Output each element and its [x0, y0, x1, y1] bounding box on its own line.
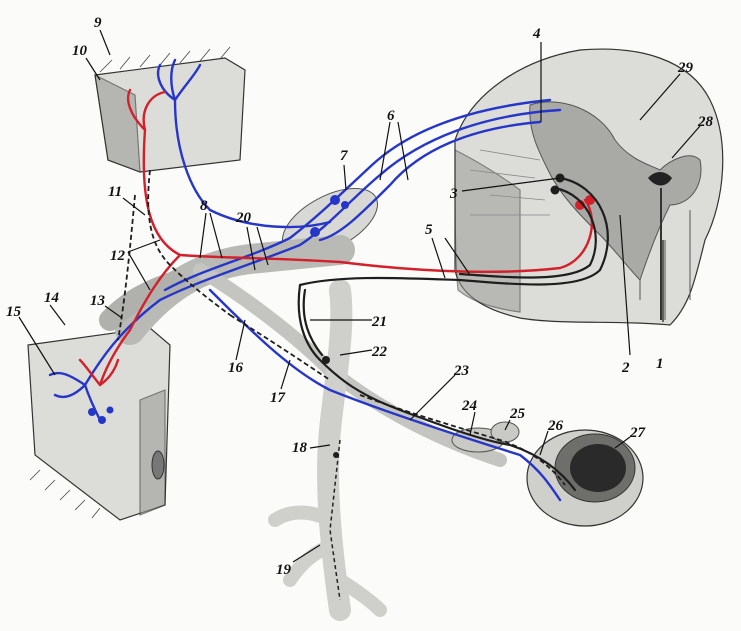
- label-9: 9: [94, 15, 102, 31]
- label-11: 11: [108, 184, 122, 200]
- label-8: 8: [200, 198, 208, 214]
- ganglion-25: [490, 421, 520, 443]
- label-20: 20: [235, 210, 252, 226]
- label-16: 16: [228, 360, 244, 376]
- label-13: 13: [90, 293, 106, 309]
- label-24: 24: [461, 398, 478, 414]
- motor-fibers: [48, 58, 562, 502]
- label-12: 12: [110, 248, 126, 264]
- label-29: 29: [677, 60, 694, 76]
- label-21: 21: [371, 314, 387, 330]
- label-25: 25: [509, 406, 526, 422]
- label-27: 27: [629, 425, 646, 441]
- autonomic-fibers: [297, 176, 609, 492]
- label-18: 18: [292, 440, 308, 456]
- sensory-fibers: [78, 88, 594, 387]
- label-2: 2: [621, 360, 630, 376]
- label-3: 3: [449, 186, 458, 202]
- number-labels: 1 2 3 4 5 6 7 8 9 10 11 12 13 14 15 16 1…: [6, 15, 714, 578]
- label-15: 15: [6, 304, 22, 320]
- label-1: 1: [656, 356, 664, 372]
- muscle-block-lower: [27, 327, 171, 521]
- label-4: 4: [532, 26, 541, 42]
- label-26: 26: [547, 418, 564, 434]
- label-17: 17: [270, 390, 286, 406]
- label-28: 28: [697, 114, 714, 130]
- skin-block-upper: [94, 46, 246, 173]
- leader-lines: [18, 29, 701, 563]
- label-14: 14: [44, 290, 60, 306]
- sympathetic-trunk: [268, 279, 387, 621]
- label-6: 6: [387, 108, 395, 124]
- label-23: 23: [453, 363, 470, 379]
- label-22: 22: [371, 344, 388, 360]
- spinal-cord-segment: [454, 48, 724, 326]
- hollow-organ: [526, 429, 644, 527]
- label-5: 5: [425, 222, 433, 238]
- label-10: 10: [72, 43, 88, 59]
- label-19: 19: [276, 562, 292, 578]
- autonomic-dashed-fibers: [117, 169, 566, 486]
- label-7: 7: [340, 148, 348, 164]
- motor-terminals: [88, 195, 349, 424]
